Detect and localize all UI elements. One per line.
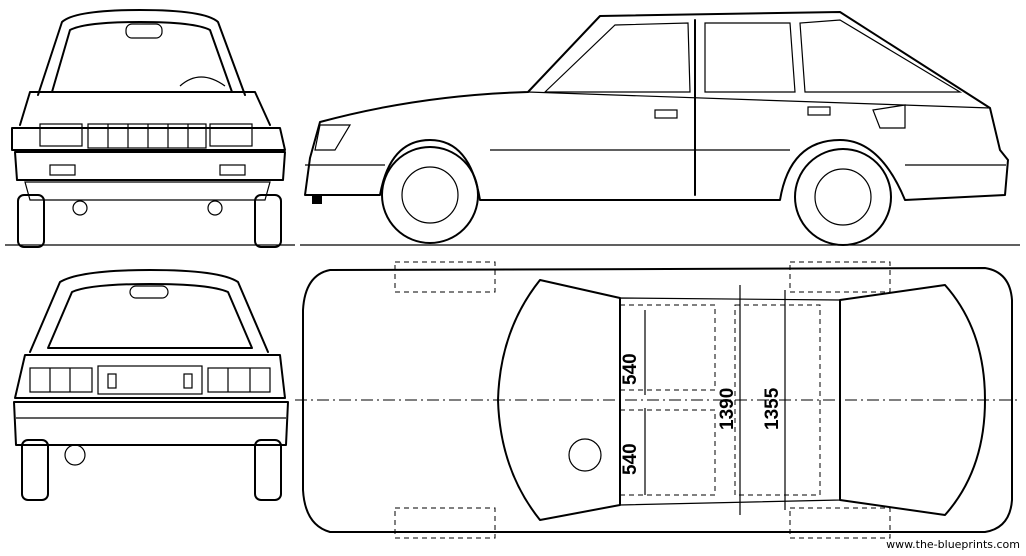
mirror-icon	[125, 23, 163, 39]
rear-bumper	[13, 401, 289, 446]
rear-bench	[734, 304, 821, 496]
rear-roof	[29, 269, 269, 353]
dimension-label-540-rear: 540	[620, 443, 641, 475]
rear-view	[13, 269, 289, 501]
rear-wheel	[794, 148, 892, 246]
top-body-outline	[302, 267, 1013, 533]
dimension-label-540-front: 540	[620, 353, 641, 385]
fuel-flap	[872, 104, 906, 129]
front-view	[5, 9, 295, 248]
license-plate	[97, 365, 203, 395]
tailgate	[14, 354, 286, 399]
quarter-window	[799, 19, 963, 93]
dimension-label-1390: 1390	[717, 388, 738, 430]
front-grille	[87, 123, 207, 149]
right-headlight	[209, 123, 253, 147]
front-bonnet	[19, 91, 271, 126]
front-right-tyre	[254, 194, 282, 248]
rear-wheel-left-top	[789, 261, 891, 293]
front-door-handle	[654, 109, 678, 119]
rear-side-window	[704, 22, 796, 93]
top-view: 540 540 1390 1355	[295, 261, 1020, 539]
rear-right-tyre	[254, 439, 282, 501]
rear-left-tyre	[21, 439, 49, 501]
left-headlight	[39, 123, 83, 147]
side-headlight	[314, 124, 352, 151]
front-wheel	[381, 146, 479, 244]
rear-wheel-right-top	[789, 507, 891, 539]
front-bumper	[14, 151, 286, 181]
steering-wheel-top	[568, 438, 602, 472]
top-windshield	[497, 279, 621, 521]
front-roof	[37, 9, 246, 96]
front-seat-left	[619, 304, 716, 391]
steering-wheel	[179, 76, 226, 87]
fog-light-left	[49, 164, 76, 176]
watermark: www.the-blueprints.com	[886, 538, 1020, 551]
tow-hook	[312, 196, 322, 204]
dimension-label-1355: 1355	[762, 387, 783, 430]
top-rear-window	[839, 284, 986, 516]
front-side-window	[543, 22, 691, 93]
side-body-outline	[304, 11, 1009, 201]
rear-door-handle	[807, 106, 831, 116]
front-seat-right	[619, 409, 716, 496]
rear-window	[47, 283, 253, 349]
front-windshield	[51, 21, 233, 93]
front-wheel-left-top	[394, 261, 496, 293]
front-left-tyre	[17, 194, 45, 248]
fog-light-right	[219, 164, 246, 176]
front-fascia	[11, 127, 286, 151]
exhaust-icon	[64, 444, 86, 466]
left-tail-light	[29, 367, 93, 393]
front-wheel-right-top	[394, 507, 496, 539]
beltline	[527, 91, 991, 109]
brake-light-icon	[129, 285, 169, 299]
side-view	[300, 11, 1020, 246]
right-tail-light	[207, 367, 271, 393]
front-underbody	[24, 181, 271, 201]
